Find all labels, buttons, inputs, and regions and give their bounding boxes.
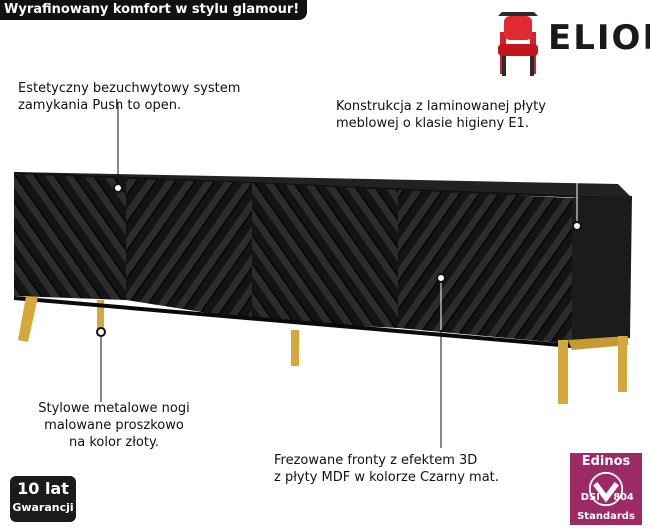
warranty-label: Gwarancji <box>12 501 74 514</box>
marker-dot <box>572 221 582 231</box>
brand-logo-text: ELIOR <box>548 18 650 58</box>
annotation-line: Stylowe metalowe nogi <box>38 401 190 416</box>
marker-dot <box>436 273 446 283</box>
cabinet-leg <box>291 330 299 366</box>
door-panel <box>126 179 252 320</box>
annotation-line: Estetyczny bezuchwytowy system <box>18 81 241 96</box>
cabinet-side <box>572 196 632 343</box>
certificate-dsi: DSI <box>581 492 600 503</box>
warranty-years: 10 lat <box>17 479 69 498</box>
warranty-badge: 10 lat Gwarancji <box>10 476 76 522</box>
cabinet-leg <box>18 296 38 342</box>
door-panel <box>14 174 126 300</box>
certificate-label: Standards <box>577 511 635 522</box>
annotation-fronts: Frezowane fronty z efektem 3D z płyty MD… <box>274 452 499 486</box>
annotation-line: Konstrukcja z laminowanej płyty <box>336 99 546 114</box>
marker-dot <box>113 183 123 193</box>
annotation-line: na kolor złoty. <box>69 435 159 450</box>
check-icon: DSI 804 <box>581 471 634 507</box>
annotation-legs: Stylowe metalowe nogi malowane proszkowo… <box>24 400 204 451</box>
cabinet-leg <box>97 300 104 336</box>
annotation-line: meblowej o klasie higieny E1. <box>336 116 529 131</box>
door-panel <box>252 183 398 328</box>
certificate-code: 804 <box>613 492 634 503</box>
annotation-line: zamykania Push to open. <box>18 98 182 113</box>
door-panel <box>398 190 572 344</box>
annotation-line: z płyty MDF w kolorze Czarny mat. <box>274 470 499 485</box>
certificate-brand: Edinos <box>581 454 631 469</box>
chair-icon <box>498 12 538 76</box>
certificate-badge: Edinos DSI 804 Standards <box>570 453 642 525</box>
annotation-line: malowane proszkowo <box>44 418 184 433</box>
cabinet-leg <box>568 336 628 350</box>
cabinet-leg <box>558 340 568 404</box>
promo-banner: Wyrafinowany komfort w stylu glamour! <box>0 0 308 20</box>
annotation-construction: Konstrukcja z laminowanej płyty meblowej… <box>336 98 546 132</box>
annotation-push-to-open: Estetyczny bezuchwytowy system zamykania… <box>18 80 240 114</box>
marker-dot <box>96 327 106 337</box>
annotation-line: Frezowane fronty z efektem 3D <box>274 453 478 468</box>
cabinet-leg <box>618 336 627 392</box>
